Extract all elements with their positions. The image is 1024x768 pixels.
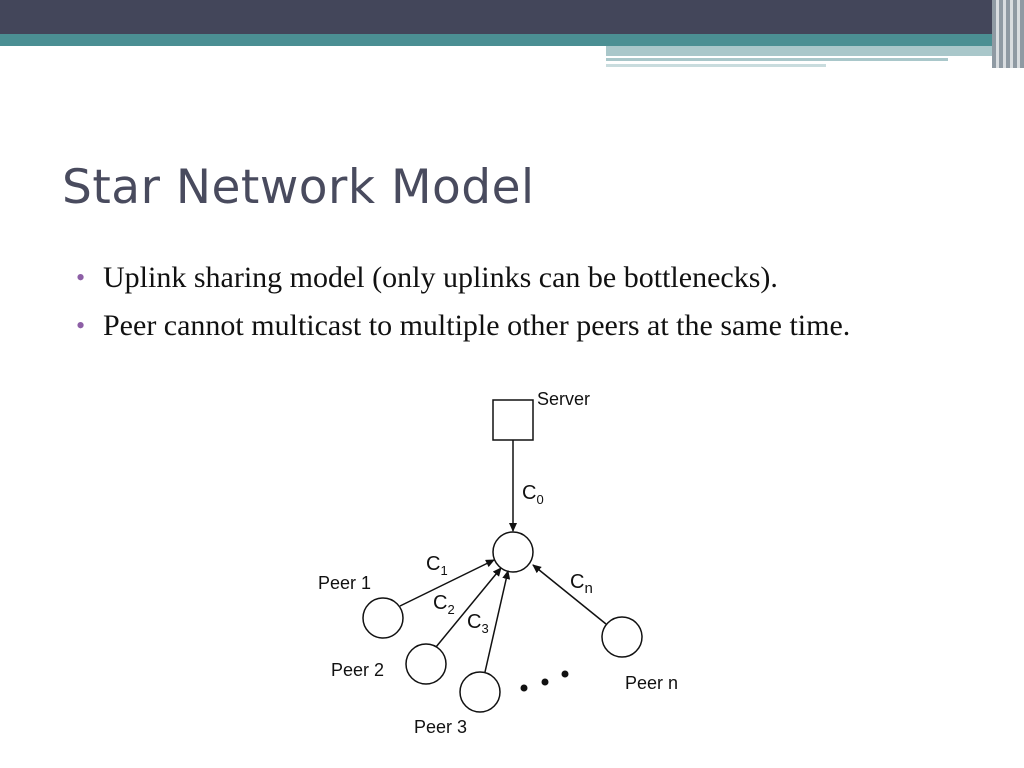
slide-title: Star Network Model bbox=[62, 160, 535, 215]
link-arrow bbox=[399, 559, 495, 607]
peer-label: Peer n bbox=[625, 673, 678, 693]
peer-label: Peer 2 bbox=[331, 660, 384, 680]
link-label-sub: 1 bbox=[440, 563, 447, 578]
peer-node bbox=[362, 597, 404, 639]
bullet-text: Peer cannot multicast to multiple other … bbox=[103, 309, 851, 342]
link-label-base: C bbox=[433, 592, 447, 614]
ellipsis-dot bbox=[541, 678, 549, 686]
link-label-base: C bbox=[467, 611, 481, 633]
peer-label: Peer 1 bbox=[318, 573, 371, 593]
link-label: Cn bbox=[570, 571, 593, 597]
link-arrow bbox=[484, 570, 511, 673]
hub-node bbox=[492, 531, 534, 573]
link-label-sub: 0 bbox=[536, 492, 543, 507]
link-label-base: C bbox=[570, 571, 584, 593]
ellipsis-dot bbox=[520, 684, 528, 692]
link-label: C2 bbox=[433, 592, 455, 617]
server-node bbox=[492, 399, 534, 441]
peer-node bbox=[459, 671, 501, 713]
link-label: C0 bbox=[522, 482, 544, 507]
bullet-dot-icon: • bbox=[76, 263, 86, 292]
bullet-text: Uplink sharing model (only uplinks can b… bbox=[103, 261, 778, 294]
star-network-diagram: Server Peer 1 Peer 2 Peer 3 Peer n C0 C1… bbox=[318, 389, 678, 737]
link-label-sub: 2 bbox=[447, 602, 454, 617]
link-label-base: C bbox=[426, 553, 440, 575]
bullet-dot-icon: • bbox=[76, 311, 86, 340]
link-label: C1 bbox=[426, 553, 448, 578]
bullet-item: • Peer cannot multicast to multiple othe… bbox=[76, 306, 976, 346]
link-label-sub: 3 bbox=[481, 621, 488, 636]
peer-label: Peer 3 bbox=[414, 717, 467, 737]
peer-node bbox=[601, 616, 643, 658]
server-label: Server bbox=[537, 389, 590, 409]
link-label: C3 bbox=[467, 611, 489, 636]
header-band bbox=[0, 0, 1024, 68]
ellipsis-dot bbox=[561, 670, 569, 678]
bullet-list: • Uplink sharing model (only uplinks can… bbox=[76, 258, 976, 354]
link-label-base: C bbox=[522, 482, 536, 504]
link-arrow bbox=[435, 567, 502, 648]
peer-node bbox=[405, 643, 447, 685]
bullet-item: • Uplink sharing model (only uplinks can… bbox=[76, 258, 976, 298]
link-arrow bbox=[532, 564, 607, 625]
link-label-sub: n bbox=[584, 580, 592, 597]
